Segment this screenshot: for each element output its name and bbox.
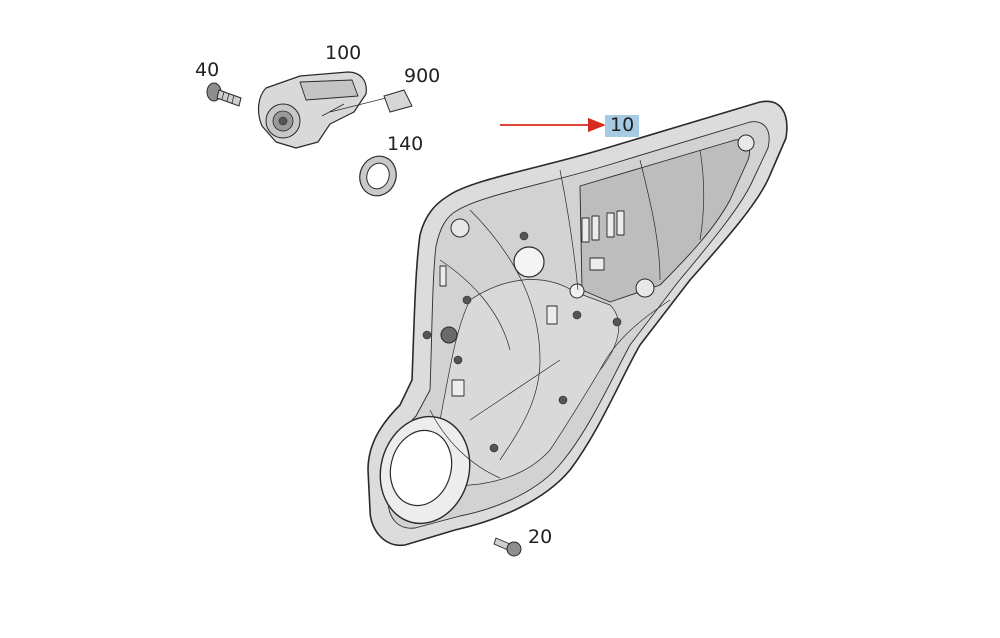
window-regulator-motor[interactable]	[257, 71, 387, 149]
bolt-40[interactable]	[206, 82, 242, 107]
callout-10[interactable]: 10	[605, 115, 640, 137]
callout-140[interactable]: 140	[387, 133, 424, 155]
callout-900[interactable]: 900	[404, 65, 441, 87]
callout-100[interactable]: 100	[325, 42, 362, 64]
bolt-20[interactable]	[493, 537, 522, 557]
clip-900[interactable]	[383, 89, 413, 113]
grommet-140[interactable]	[354, 151, 402, 201]
callout-20[interactable]: 20	[528, 526, 553, 548]
callout-40[interactable]: 40	[195, 59, 220, 81]
door-module-carrier-panel[interactable]	[367, 100, 788, 546]
